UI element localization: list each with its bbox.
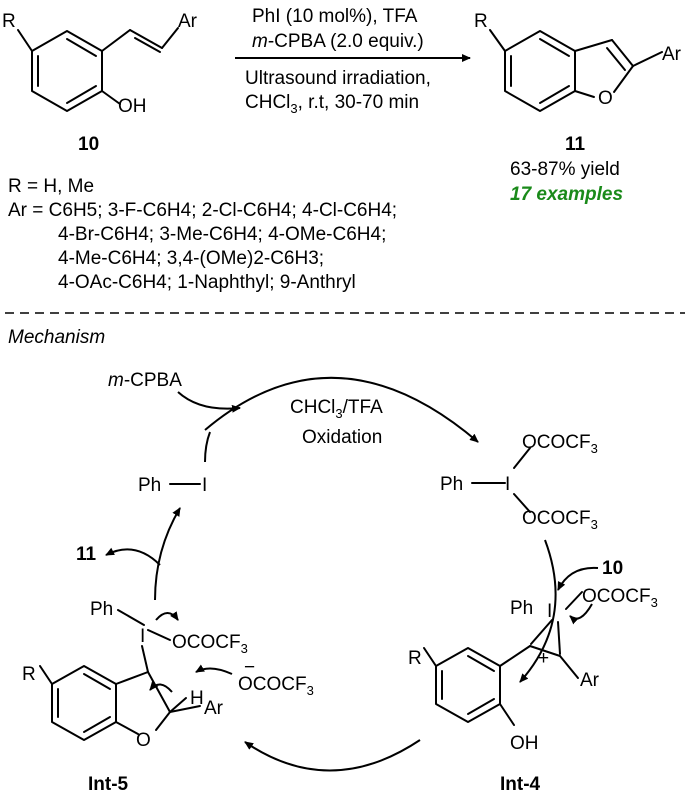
int5-ar-label: Ar [204, 698, 224, 719]
int5-label: Int-5 [88, 774, 129, 795]
int4-label: Int-4 [500, 774, 541, 795]
int5-h-label: H [190, 688, 204, 709]
reagent-line-2: m-CPBA (2.0 equiv.) [252, 31, 424, 52]
ar-substituents-4: 4-OAc-C6H4; 1-Naphthyl; 9-Anthryl [58, 272, 356, 293]
int5-iodine: I [140, 626, 145, 647]
anion-minus: − [244, 657, 255, 678]
product-11-structure [489, 29, 663, 112]
pifa-structure [471, 447, 531, 513]
product-release-arrow [105, 547, 161, 566]
phi-ph: Ph [138, 475, 161, 496]
substrate-10-structure [17, 27, 179, 112]
r-substituents: R = H, Me [8, 176, 94, 197]
anion-label: OCOCF3 [238, 674, 314, 698]
substrate-ar-label: Ar [178, 11, 198, 32]
pifa-ocof3-bottom: OCOCF3 [522, 508, 598, 532]
pifa-ph: Ph [440, 474, 463, 495]
reagent-line-1: PhI (10 mol%), TFA [252, 6, 418, 27]
int5-o-label: O [136, 730, 151, 751]
int4-plus: + [538, 648, 549, 669]
left-arc [154, 507, 181, 601]
substrate-in-label: 10 [602, 558, 623, 579]
int5-ph: Ph [90, 599, 113, 620]
product-o-label: O [598, 88, 613, 109]
condition-line-2: CHCl3, r.t, 30-70 min [245, 92, 419, 116]
mechanism-heading: Mechanism [8, 327, 105, 348]
oxidation-label: Oxidation [302, 427, 382, 448]
int4-ar-label: Ar [580, 670, 600, 691]
phi-iodine: I [202, 475, 207, 496]
mcpba-entry-arrow [177, 391, 241, 413]
substrate-r-label: R [2, 11, 16, 32]
ar-substituents-3: 4-Me-C6H4; 3,4-(OMe)2-C6H3; [58, 248, 324, 269]
int4-ph: Ph [510, 598, 533, 619]
substrate-entry-arrow [557, 566, 599, 591]
int5-r-label: R [22, 664, 36, 685]
substrate-label: 10 [78, 134, 99, 155]
mcpba-label: m-CPBA [108, 370, 182, 391]
product-label: 11 [565, 134, 586, 155]
int4-iodine: I [547, 601, 552, 622]
yield-text: 63-87% yield [510, 159, 620, 180]
int4-structure [423, 591, 593, 726]
product-r-label: R [474, 11, 488, 32]
pifa-ocof3-top: OCOCF3 [522, 432, 598, 456]
int5-ocof3: OCOCF3 [172, 632, 248, 656]
ar-substituents-2: 4-Br-C6H4; 3-Me-C6H4; 4-OMe-C6H4; [58, 224, 386, 245]
ar-substituents-1: Ar = C6H5; 3-F-C6H4; 2-Cl-C6H4; 4-Cl-C6H… [8, 200, 397, 221]
int4-oh-label: OH [510, 733, 539, 754]
int4-ocof3: OCOCF3 [582, 586, 658, 610]
bottom-arc [244, 739, 421, 772]
oxidation-arc [204, 376, 479, 443]
condition-line-1: Ultrasound irradiation, [245, 68, 431, 89]
pifa-iodine: I [505, 474, 510, 495]
phi-to-arc [204, 431, 211, 463]
int5-structure [39, 609, 201, 741]
examples-text: 17 examples [510, 184, 623, 205]
int4-r-label: R [408, 648, 422, 669]
product-out-label: 11 [76, 544, 97, 565]
oxidation-conditions: CHCl3/TFA [290, 397, 383, 421]
anion-attack-arrow [195, 664, 233, 675]
right-arc [519, 539, 557, 683]
substrate-oh-label: OH [118, 96, 147, 117]
product-ar-label: Ar [662, 44, 682, 65]
